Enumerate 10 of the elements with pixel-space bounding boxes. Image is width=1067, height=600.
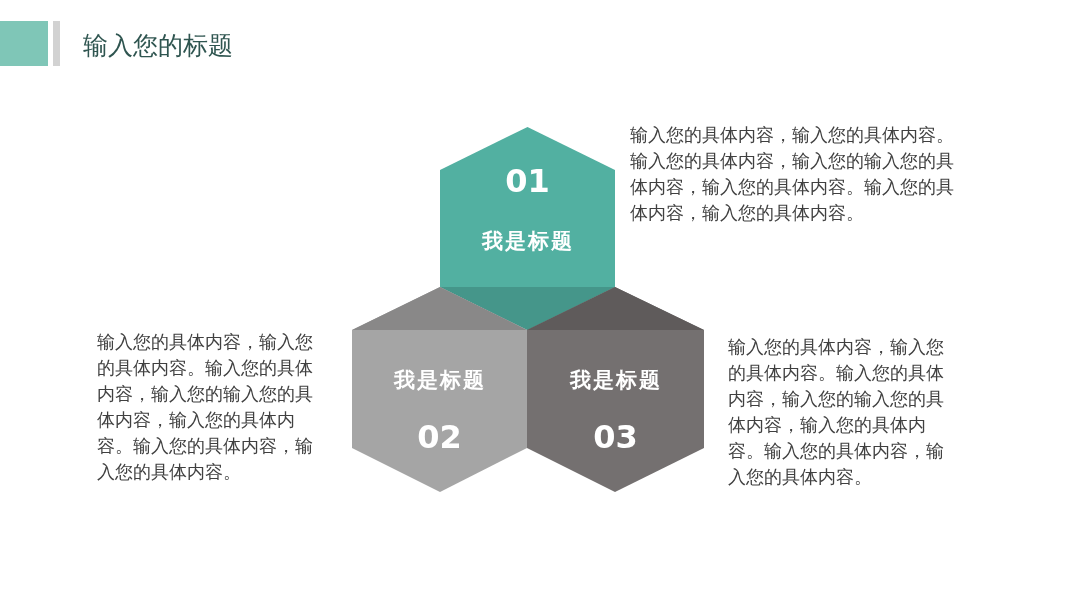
hexagon-title: 我是标题 — [481, 228, 574, 254]
hexagon-title: 我是标题 — [393, 367, 486, 393]
body-text: 输入您的具体内容，输入您的具体内容。输入您的具体内容，输入您的输入您的具体内容，输入您的具体内容。输入您的具体内容，输入您的具体内容。 — [728, 336, 945, 489]
step-number: 01 — [505, 163, 550, 199]
title: 输入您的标题 — [83, 30, 233, 62]
step-number: 03 — [593, 419, 638, 455]
hexagon-title: 我是标题 — [569, 367, 662, 393]
body-text: 输入您的具体内容，输入您的具体内容。输入您的具体内容，输入您的输入您的具体内容，输入您的具体内容。输入您的具体内容，输入您的具体内容。 — [630, 124, 955, 225]
body-text: 输入您的具体内容，输入您的具体内容。输入您的具体内容，输入您的输入您的具体内容，输入您的具体内容。输入您的具体内容，输入您的具体内容。 — [97, 331, 314, 484]
step-number: 02 — [417, 419, 462, 455]
